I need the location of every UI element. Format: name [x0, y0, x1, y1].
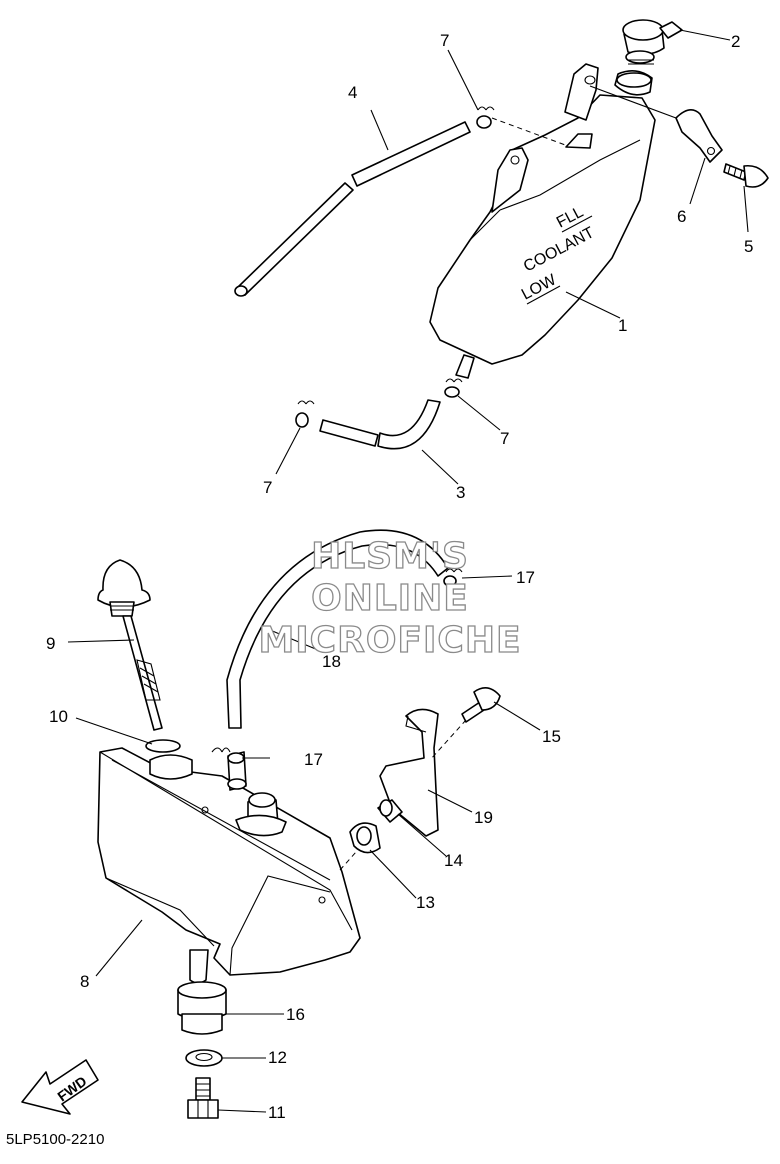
- callout-7-top: 7: [440, 31, 449, 50]
- hose-clamp: [675, 109, 723, 163]
- callout-7-right: 7: [500, 429, 509, 448]
- drain-bolt: [187, 1077, 219, 1119]
- callout-16: 16: [286, 1005, 305, 1024]
- callout-14: 14: [444, 851, 463, 870]
- drain-washer: [185, 1049, 223, 1067]
- callout-2: 2: [731, 32, 740, 51]
- callout-10: 10: [49, 707, 68, 726]
- dipstick: [97, 559, 163, 731]
- callout-12: 12: [268, 1048, 287, 1067]
- watermark-line-3: MICROFICHE: [258, 620, 521, 661]
- callout-15: 15: [542, 727, 561, 746]
- overflow-hose: [234, 121, 471, 297]
- drain-hose: [319, 399, 441, 450]
- damper-grommet: [349, 822, 381, 854]
- bracket-collar: [377, 799, 403, 823]
- callout-4: 4: [348, 83, 357, 102]
- outlet-boot: [177, 981, 227, 1035]
- callout-5: 5: [744, 237, 753, 256]
- hose-clip-upper: [476, 106, 495, 129]
- diagram-code: 5LP5100-2210: [6, 1131, 104, 1148]
- callout-19: 19: [474, 808, 493, 827]
- oil-tank: [97, 747, 361, 984]
- mounting-bolt-upper: [723, 163, 769, 188]
- callout-13: 13: [416, 893, 435, 912]
- dipstick-o-ring: [145, 739, 181, 753]
- bracket-bolt: [461, 687, 501, 723]
- callout-3: 3: [456, 483, 465, 502]
- watermark-line-1: HLSM'S: [311, 536, 469, 577]
- forward-direction-arrow: FWD: [21, 1059, 99, 1115]
- callout-6: 6: [677, 207, 686, 226]
- hose-clip-lower-left: [295, 400, 315, 428]
- callout-17-lower: 17: [304, 750, 323, 769]
- watermark: HLSM'S ONLINE MICROFICHE: [258, 535, 521, 661]
- hose-clip-lower-right: [444, 378, 463, 398]
- callout-18: 18: [322, 652, 341, 671]
- watermark-line-2: ONLINE: [311, 578, 469, 619]
- callout-8: 8: [80, 972, 89, 991]
- callout-9: 9: [46, 634, 55, 653]
- callout-labels: 1 2 3 4 5 6 7 7 7 8 9 10 11 12 13 14 15 …: [46, 31, 753, 1122]
- reservoir-cap: [622, 19, 683, 65]
- coolant-reservoir-tank: FLL COOLANT LOW: [429, 63, 656, 379]
- breather-hose: [226, 529, 449, 729]
- callout-7-left: 7: [263, 478, 272, 497]
- callout-17-upper: 17: [516, 568, 535, 587]
- callout-1: 1: [618, 316, 627, 335]
- hose-clip-engine: [443, 568, 463, 587]
- callout-11: 11: [268, 1103, 286, 1122]
